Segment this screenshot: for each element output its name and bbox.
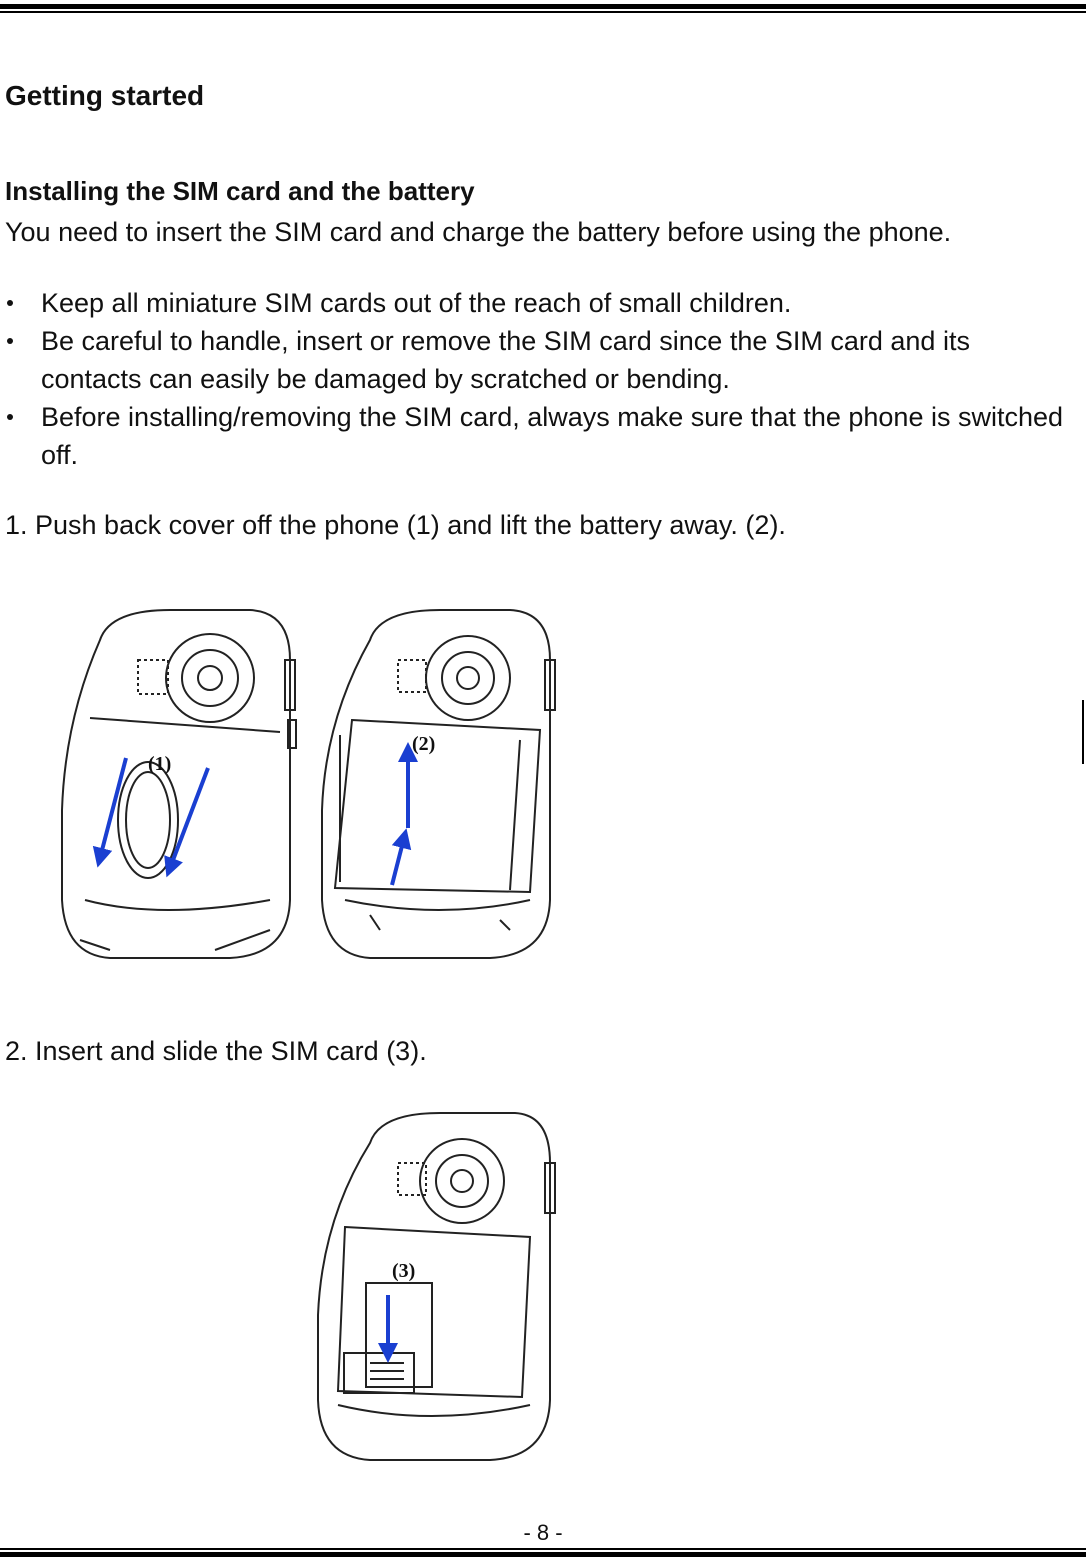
slide-arrows-1 (92, 757, 210, 878)
precaution-list: Keep all miniature SIM cards out of the … (5, 284, 1065, 474)
intro-paragraph: You need to insert the SIM card and char… (5, 217, 952, 247)
step-1-text: 1. Push back cover off the phone (1) and… (5, 510, 786, 540)
list-item: Before installing/removing the SIM card,… (5, 398, 1065, 474)
step-2-text: 2. Insert and slide the SIM card (3). (5, 1036, 427, 1066)
phone-illustration-3 (317, 1112, 556, 1461)
bullet-icon (7, 338, 13, 344)
phone-illustration-2 (321, 609, 556, 959)
lift-arrows-2 (390, 742, 418, 886)
figure-back-cover-removal: (1) (2) (61, 609, 556, 959)
footer-rule (0, 1548, 1086, 1558)
list-item: Be careful to handle, insert or remove t… (5, 322, 1065, 398)
section-title: Getting started (5, 80, 205, 111)
list-item: Keep all miniature SIM cards out of the … (5, 284, 1065, 322)
header-rule (0, 4, 1086, 14)
figure-label-2: (2) (412, 733, 435, 755)
figure-label-1: (1) (148, 753, 171, 775)
bullet-icon (7, 300, 13, 306)
figure-label-3: (3) (392, 1260, 415, 1282)
page-number: - 8 - (523, 1520, 563, 1545)
bullet-icon (7, 414, 13, 420)
margin-mark (1082, 700, 1084, 764)
figure-sim-insertion: (3) (317, 1112, 556, 1461)
phone-illustration-1 (61, 609, 297, 959)
subsection-title: Installing the SIM card and the battery (5, 176, 475, 206)
